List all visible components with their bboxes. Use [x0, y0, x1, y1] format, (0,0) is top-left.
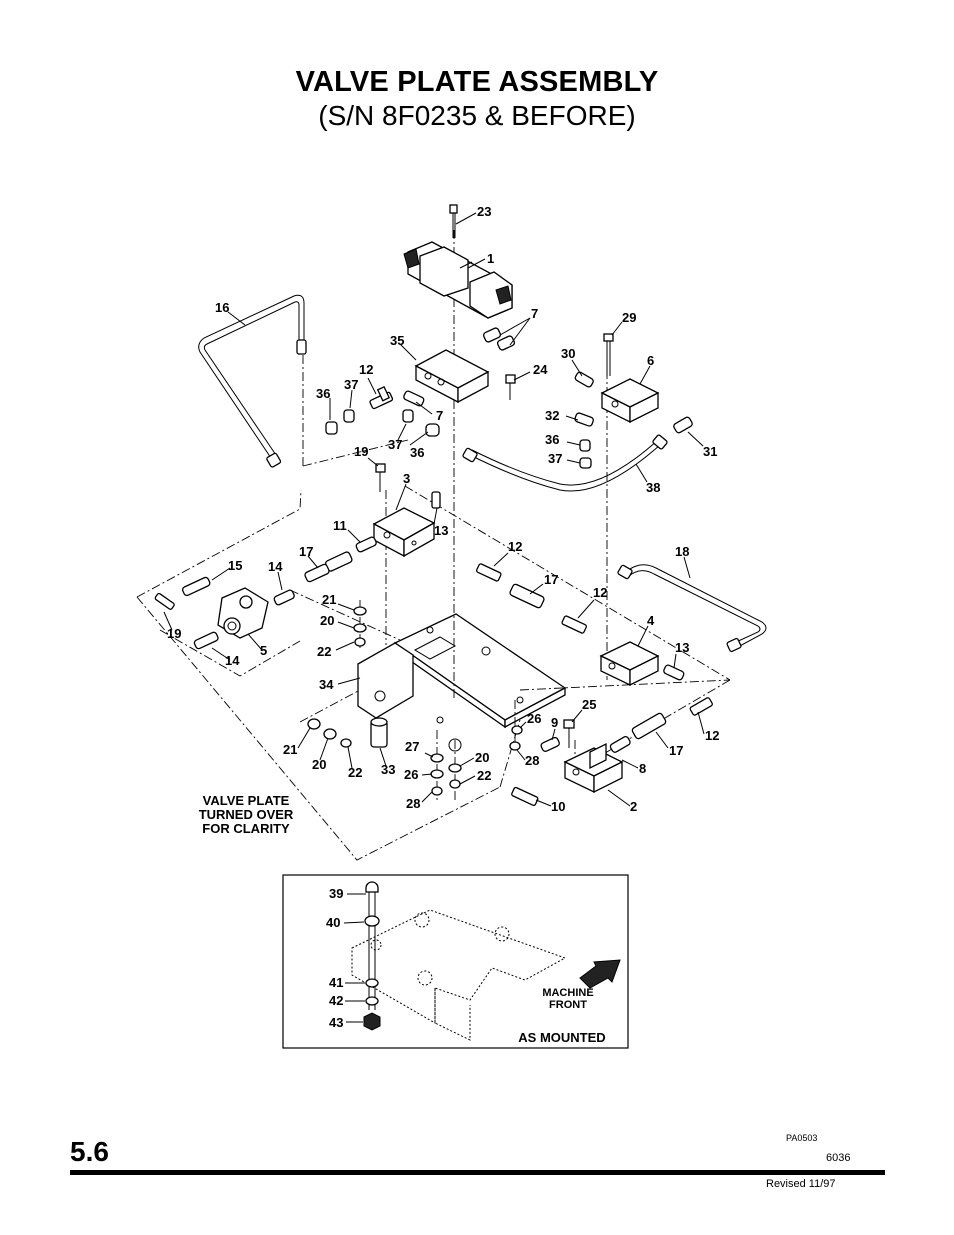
callout-label: 21 [283, 742, 297, 757]
manifold-block-6 [600, 378, 660, 424]
solenoid-valve [403, 241, 513, 319]
callout-label: 4 [647, 613, 655, 628]
document-number: 6036 [826, 1152, 851, 1164]
callout-label: 30 [561, 346, 575, 361]
manifold-block-35 [414, 349, 490, 404]
callout-label: 20 [312, 757, 326, 772]
callout-label: 7 [436, 408, 443, 423]
callout-label: 24 [533, 362, 548, 377]
callout-label: 35 [390, 333, 404, 348]
revision-date: Revised 11/97 [766, 1178, 836, 1190]
callout-label: 13 [675, 640, 689, 655]
callout-label: 17 [669, 743, 683, 758]
callout-label: 19 [167, 626, 181, 641]
callout-label: 14 [225, 653, 240, 668]
callout-label: 37 [388, 437, 402, 452]
callout-label: 37 [344, 377, 358, 392]
page-number: 5.6 [70, 1136, 109, 1167]
callout-label: 26 [527, 711, 541, 726]
callout-label: 26 [404, 767, 418, 782]
callout-label: 22 [317, 644, 331, 659]
callout-label: 20 [320, 613, 334, 628]
inset-callout-label: 39 [329, 886, 343, 901]
callout-label: 17 [544, 572, 558, 587]
inset-callout-label: 43 [329, 1015, 343, 1030]
fittings [154, 327, 713, 807]
callout-label: 20 [475, 750, 489, 765]
note-line: FOR CLARITY [202, 821, 290, 836]
callout-label: 9 [551, 715, 558, 730]
callout-label: 13 [434, 523, 448, 538]
manifold-block-2 [563, 742, 624, 794]
callout-label: 12 [359, 362, 373, 377]
inset-callout-label: 42 [329, 993, 343, 1008]
inset-callout-label: 40 [326, 915, 340, 930]
callout-label: 34 [319, 677, 334, 692]
callout-label: 14 [268, 559, 283, 574]
machine-front-arrow-icon [579, 959, 621, 989]
callout-label: 1 [487, 251, 494, 266]
callout-label: 7 [531, 306, 538, 321]
callout-label: 23 [477, 204, 491, 219]
leader-lines [163, 212, 705, 807]
callout-label: 12 [593, 585, 607, 600]
callout-label: 32 [545, 408, 559, 423]
callout-label: 18 [675, 544, 689, 559]
callout-label: 19 [354, 444, 368, 459]
callout-label: 36 [410, 445, 424, 460]
drawing-ref-code: PA0503 [786, 1133, 818, 1143]
note-line: VALVE PLATE [203, 793, 290, 808]
manifold-block-3 [372, 507, 436, 558]
note-line: TURNED OVER [199, 807, 294, 822]
callout-label: 38 [646, 480, 660, 495]
callout-label: 5 [260, 643, 267, 658]
callout-label: 11 [333, 518, 347, 533]
callout-label: 2 [630, 799, 637, 814]
footer-rule [70, 1170, 885, 1175]
flow-divider-5 [217, 587, 269, 639]
callout-label: 12 [705, 728, 719, 743]
callout-label: 25 [582, 697, 596, 712]
callout-label: 10 [551, 799, 565, 814]
callout-label: 22 [348, 765, 362, 780]
callout-labels: 23 1 16 7 29 35 30 6 12 24 37 36 7 32 36… [167, 204, 719, 814]
manifold-block-4 [599, 641, 660, 687]
callout-label: 28 [525, 753, 539, 768]
as-mounted-inset: 39 40 41 42 43 MACHINE FRONT AS MOUNTED [282, 874, 629, 1049]
callout-label: 36 [316, 386, 330, 401]
inset-callout-label: 41 [329, 975, 343, 990]
callout-label: 22 [477, 768, 491, 783]
callout-label: 3 [403, 471, 410, 486]
valve-plate [357, 613, 567, 752]
turned-over-note: VALVE PLATE TURNED OVER FOR CLARITY [199, 793, 294, 836]
callout-label: 6 [647, 353, 654, 368]
callout-label: 21 [322, 592, 336, 607]
page-title: VALVE PLATE ASSEMBLY [295, 66, 659, 98]
callout-label: 16 [215, 300, 229, 315]
callout-label: 37 [548, 451, 562, 466]
machine-front-label: MACHINE [542, 987, 593, 999]
callout-label: 12 [508, 539, 522, 554]
callout-label: 27 [405, 739, 419, 754]
callout-label: 17 [299, 544, 313, 559]
callout-label: 36 [545, 432, 559, 447]
page-subtitle: (S/N 8F0235 & BEFORE) [318, 100, 636, 131]
callout-label: 33 [381, 762, 395, 777]
callout-label: 29 [622, 310, 636, 325]
callout-label: 31 [703, 444, 717, 459]
callout-label: 28 [406, 796, 420, 811]
as-mounted-label: AS MOUNTED [518, 1030, 605, 1045]
callout-label: 8 [639, 761, 646, 776]
callout-label: 15 [228, 558, 242, 573]
machine-front-label: FRONT [549, 999, 587, 1011]
